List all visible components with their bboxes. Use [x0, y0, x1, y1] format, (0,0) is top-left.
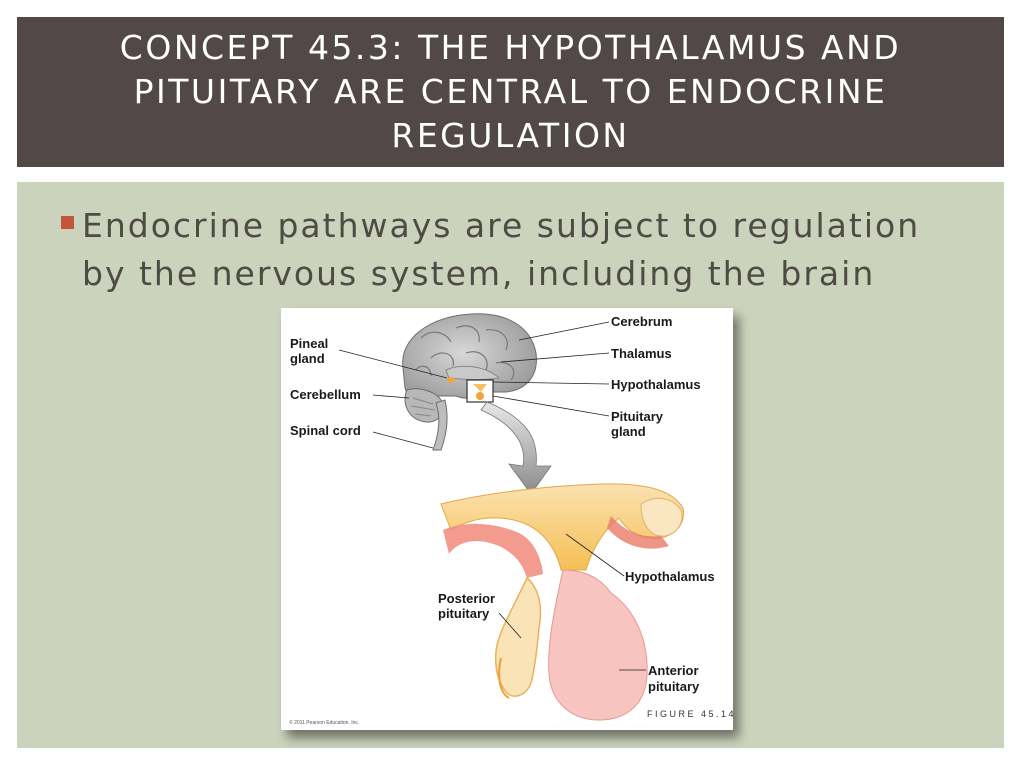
- label-cerebellum: Cerebellum: [290, 387, 361, 402]
- label-cerebrum: Cerebrum: [611, 314, 672, 329]
- label-posterior-pituitary-2: pituitary: [438, 606, 490, 621]
- leader-lines: [338, 321, 646, 671]
- bullet-text: Endocrine pathways are subject to regula…: [82, 202, 920, 298]
- figure-panel: Pineal gland Cerebellum Spinal cord Cere…: [281, 308, 733, 730]
- copyright-notice: © 2011 Pearson Education, Inc.: [289, 719, 359, 726]
- brain-illustration: [402, 313, 537, 451]
- label-thalamus: Thalamus: [611, 346, 672, 361]
- bullet-point: Endocrine pathways are subject to regula…: [61, 202, 981, 298]
- title-line-2: PITUITARY ARE CENTRAL TO ENDOCRINE: [133, 72, 888, 111]
- title-line-3: REGULATION: [391, 116, 630, 155]
- label-anterior-pituitary-2: pituitary: [648, 679, 700, 694]
- label-pituitary-gland-1: Pituitary: [611, 409, 664, 424]
- title-bar: CONCEPT 45.3: THE HYPOTHALAMUS AND PITUI…: [17, 17, 1004, 167]
- label-pituitary-gland-2: gland: [611, 424, 646, 439]
- label-pineal-gland-1: Pineal: [290, 336, 328, 351]
- bullet-line-1: Endocrine pathways are subject to regula…: [82, 206, 921, 245]
- label-anterior-pituitary-1: Anterior: [648, 663, 699, 678]
- label-hypothalamus: Hypothalamus: [611, 377, 701, 392]
- bullet-square-icon: [61, 216, 74, 229]
- label-posterior-pituitary-1: Posterior: [438, 591, 495, 606]
- figure-number: FIGURE 45.14: [647, 709, 733, 719]
- title-line-1: CONCEPT 45.3: THE HYPOTHALAMUS AND: [119, 28, 902, 67]
- zoom-arrow-icon: [480, 401, 552, 495]
- label-pineal-gland-2: gland: [290, 351, 325, 366]
- bullet-line-2: by the nervous system, including the bra…: [82, 254, 876, 293]
- label-spinal-cord: Spinal cord: [290, 423, 361, 438]
- label-detail-hypothalamus: Hypothalamus: [625, 569, 715, 584]
- pituitary-detail-illustration: [440, 483, 685, 721]
- brain-pituitary-diagram: Pineal gland Cerebellum Spinal cord Cere…: [289, 313, 733, 726]
